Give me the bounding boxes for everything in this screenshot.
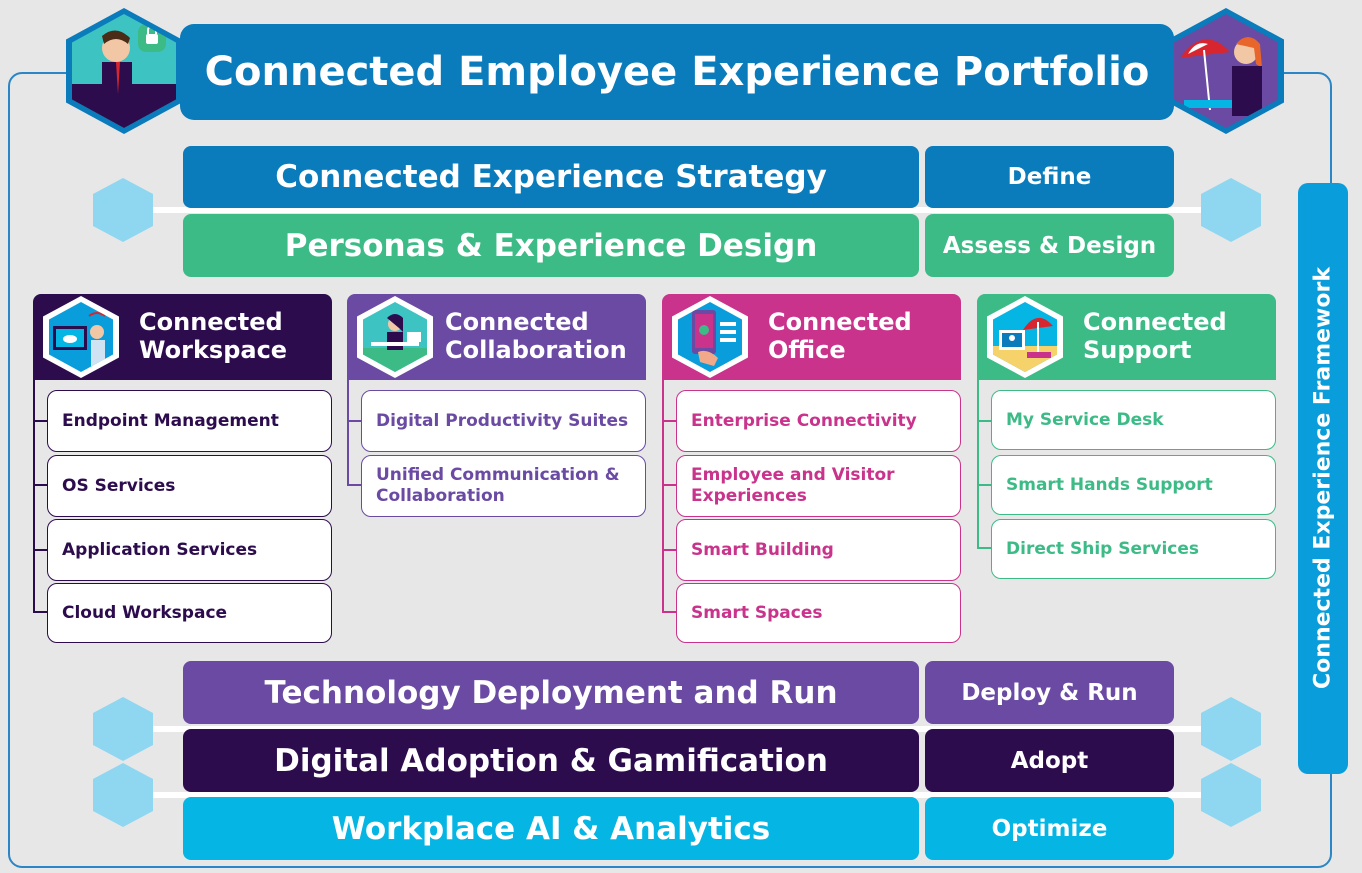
workspace-icon xyxy=(43,296,119,378)
column-title: Workspace xyxy=(139,336,288,364)
page-title: Connected Employee Experience Portfolio xyxy=(180,24,1174,120)
tree-tick xyxy=(33,549,47,551)
list-item: OS Services xyxy=(47,455,332,517)
row-analytics: Workplace AI & Analytics xyxy=(183,797,919,860)
side-hex xyxy=(1201,178,1261,242)
framework-label: Connected Experience Framework xyxy=(1310,267,1336,689)
vacation-person-icon xyxy=(1168,8,1284,134)
tree-tick xyxy=(662,549,676,551)
framework-bar: Connected Experience Framework xyxy=(1298,183,1348,774)
column-title: Connected xyxy=(768,308,912,336)
tree-line xyxy=(977,380,979,548)
list-item: Employee and Visitor Experiences xyxy=(676,455,961,517)
side-hex xyxy=(93,178,153,242)
tree-tick xyxy=(977,484,991,486)
tree-tick xyxy=(662,484,676,486)
column-title: Connected xyxy=(139,308,283,336)
phase-adopt: Adopt xyxy=(925,729,1174,792)
side-hex xyxy=(93,763,153,827)
side-hex xyxy=(1201,763,1261,827)
list-item: My Service Desk xyxy=(991,390,1276,450)
tree-tick xyxy=(347,484,361,486)
row-strategy: Connected Experience Strategy xyxy=(183,146,919,208)
row-adoption: Digital Adoption & Gamification xyxy=(183,729,919,792)
tree-tick xyxy=(33,420,47,422)
collaboration-icon xyxy=(357,296,433,378)
connector-line xyxy=(120,792,1240,798)
tree-tick xyxy=(977,420,991,422)
connector-line xyxy=(120,207,1240,213)
column-title: Office xyxy=(768,336,846,364)
tree-tick xyxy=(33,611,47,613)
tree-line xyxy=(662,380,664,612)
list-item: Direct Ship Services xyxy=(991,519,1276,579)
list-item: Enterprise Connectivity xyxy=(676,390,961,452)
list-item: Unified Communication & Collaboration xyxy=(361,455,646,517)
list-item: Smart Spaces xyxy=(676,583,961,643)
tree-tick xyxy=(662,611,676,613)
phase-assess-design: Assess & Design xyxy=(925,214,1174,277)
support-icon xyxy=(987,296,1063,378)
tree-tick xyxy=(977,547,991,549)
phase-define: Define xyxy=(925,146,1174,208)
tree-tick xyxy=(662,420,676,422)
list-item: Endpoint Management xyxy=(47,390,332,452)
office-icon xyxy=(672,296,748,378)
column-title: Collaboration xyxy=(445,336,627,364)
tree-tick xyxy=(33,484,47,486)
column-title: Support xyxy=(1083,336,1192,364)
phase-deploy-run: Deploy & Run xyxy=(925,661,1174,724)
list-item: Cloud Workspace xyxy=(47,583,332,643)
list-item: Application Services xyxy=(47,519,332,581)
list-item: Digital Productivity Suites xyxy=(361,390,646,452)
column-title: Connected xyxy=(445,308,589,336)
column-title: Connected xyxy=(1083,308,1227,336)
side-hex xyxy=(1201,697,1261,761)
phase-optimize: Optimize xyxy=(925,797,1174,860)
side-hex xyxy=(93,697,153,761)
tree-line xyxy=(347,380,349,486)
row-personas: Personas & Experience Design xyxy=(183,214,919,277)
row-deployment: Technology Deployment and Run xyxy=(183,661,919,724)
list-item: Smart Building xyxy=(676,519,961,581)
tree-line xyxy=(33,380,35,612)
tree-tick xyxy=(347,420,361,422)
list-item: Smart Hands Support xyxy=(991,455,1276,515)
